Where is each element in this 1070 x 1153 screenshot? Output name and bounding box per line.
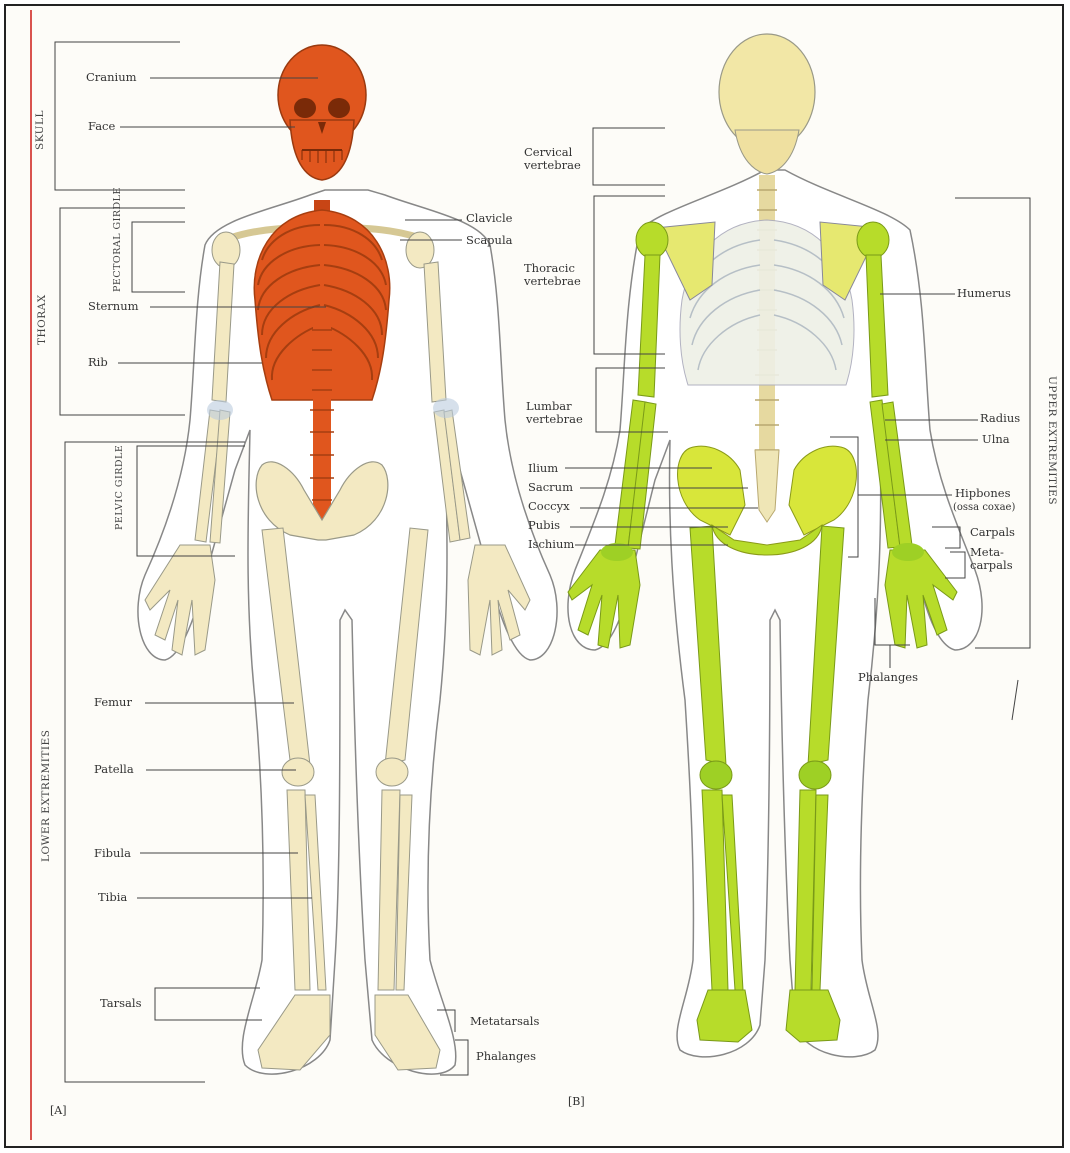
- label-thoracic-vertebrae: Thoracic vertebrae: [524, 262, 594, 288]
- figure-label-b: [B]: [568, 1095, 585, 1108]
- label-coccyx: Coccyx: [528, 500, 570, 513]
- label-back-phalanges: Phalanges: [858, 671, 918, 684]
- label-hipbones: Hipbones: [955, 487, 1010, 500]
- label-patella: Patella: [94, 763, 134, 776]
- label-ischium: Ischium: [528, 538, 574, 551]
- label-fibula: Fibula: [94, 847, 131, 860]
- label-radius: Radius: [980, 412, 1020, 425]
- figure-label-a: [A]: [50, 1104, 67, 1117]
- label-metatarsals: Metatarsals: [470, 1015, 539, 1028]
- label-tarsals: Tarsals: [100, 997, 141, 1010]
- label-lumbar-vertebrae: Lumbar vertebrae: [526, 400, 596, 426]
- group-label-thorax: THORAX: [36, 294, 48, 345]
- label-carpals: Carpals: [970, 526, 1015, 539]
- front-skull: [278, 45, 366, 180]
- label-ilium: Ilium: [528, 462, 558, 475]
- group-label-lower-extremities: LOWER EXTREMITIES: [40, 730, 52, 862]
- label-ossa-coxae: (ossa coxae): [953, 501, 1015, 514]
- label-clavicle: Clavicle: [466, 212, 512, 225]
- label-femur: Femur: [94, 696, 132, 709]
- label-metacarpals: Meta-carpals: [970, 546, 1020, 572]
- label-cranium: Cranium: [86, 71, 137, 84]
- label-sternum: Sternum: [88, 300, 139, 313]
- group-label-pelvic-girdle: PELVIC GIRDLE: [114, 445, 125, 530]
- label-front-phalanges: Phalanges: [476, 1050, 536, 1063]
- front-skeleton: [138, 45, 557, 1074]
- label-sacrum: Sacrum: [528, 481, 573, 494]
- group-label-skull: SKULL: [34, 110, 46, 150]
- label-tibia: Tibia: [98, 891, 127, 904]
- label-ulna: Ulna: [982, 433, 1010, 446]
- label-humerus: Humerus: [957, 287, 1011, 300]
- group-label-upper-extremities: UPPER EXTREMITIES: [1046, 376, 1058, 505]
- label-scapula: Scapula: [466, 234, 512, 247]
- group-label-pectoral-girdle: PECTORAL GIRDLE: [112, 187, 123, 292]
- label-pubis: Pubis: [528, 519, 560, 532]
- label-cervical-vertebrae: Cervical vertebrae: [524, 146, 594, 172]
- label-face: Face: [88, 120, 115, 133]
- label-rib: Rib: [88, 356, 108, 369]
